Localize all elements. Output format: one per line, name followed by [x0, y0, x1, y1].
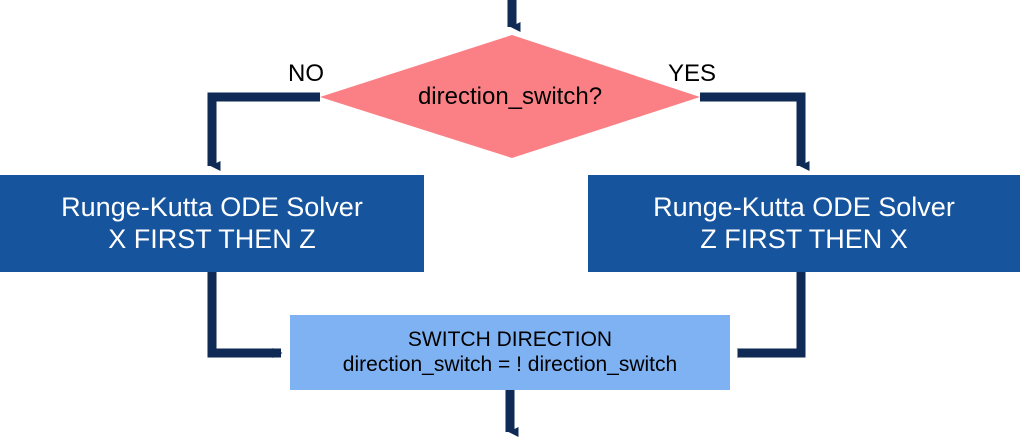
switch-box-line2: direction_switch = ! direction_switch [342, 352, 678, 376]
branch-label-no: NO [288, 60, 324, 87]
solver-right-line2: Z FIRST THEN X [700, 223, 908, 254]
branch-label-yes: YES [668, 60, 717, 87]
no-branch-arrow [207, 92, 320, 171]
right-merge-arrow [737, 272, 806, 358]
solver-left-line2: X FIRST THEN Z [108, 223, 316, 254]
decision-label: direction_switch? [417, 83, 603, 110]
solver-left-line1: Runge-Kutta ODE Solver [61, 191, 363, 222]
decision-diamond [320, 35, 700, 158]
process-node-solver-z-first: Runge-Kutta ODE Solver Z FIRST THEN X [588, 175, 1020, 272]
process-node-solver-x-first: Runge-Kutta ODE Solver X FIRST THEN Z [0, 175, 424, 272]
yes-branch-arrow [700, 92, 810, 171]
action-node-switch-direction: SWITCH DIRECTION direction_switch = ! di… [290, 315, 730, 390]
solver-right-line1: Runge-Kutta ODE Solver [653, 191, 955, 222]
switch-box-line1: SWITCH DIRECTION [407, 327, 613, 351]
left-merge-arrow [207, 272, 283, 358]
